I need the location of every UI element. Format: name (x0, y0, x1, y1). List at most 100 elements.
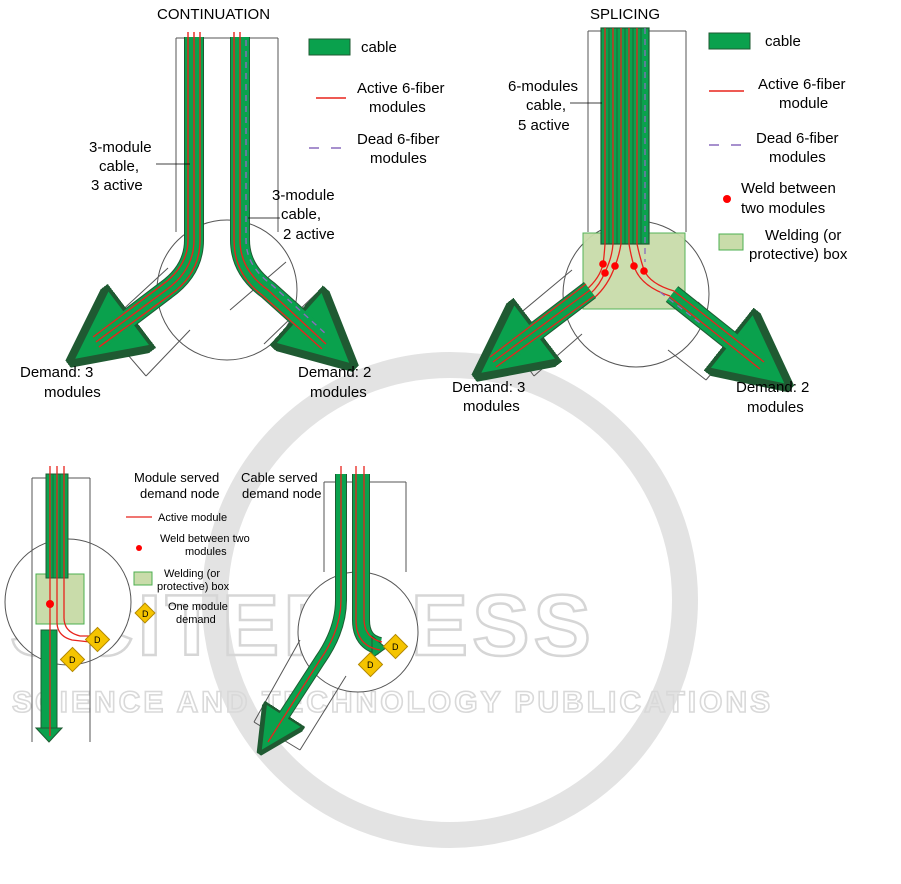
svg-text:cable: cable (361, 39, 397, 56)
legend-demand-swatch: D (134, 602, 156, 624)
svg-text:Weld between two: Weld between two (160, 533, 250, 545)
svg-text:3-module: 3-module (89, 139, 152, 156)
svg-text:modules: modules (769, 149, 826, 166)
svg-text:modules: modules (463, 398, 520, 415)
legend-cable-swatch (708, 32, 751, 50)
splicing-welding-box (582, 232, 686, 310)
svg-text:Module served: Module served (134, 470, 219, 485)
cable-served-active-module (267, 466, 342, 743)
svg-text:Welding (or: Welding (or (164, 568, 220, 580)
splicing-weld (640, 267, 648, 275)
svg-text:modules: modules (747, 399, 804, 416)
cable-served-active-module (355, 466, 381, 651)
svg-text:D: D (142, 609, 149, 619)
legend-weld-swatch (136, 545, 142, 551)
svg-text:One module: One module (168, 601, 228, 613)
svg-text:Cable served: Cable served (241, 470, 318, 485)
module-served-welding-box (35, 573, 85, 625)
continuation-demand-right-label: Demand: 2 modules (298, 364, 371, 401)
splicing-right-active-module (673, 290, 765, 363)
svg-text:modules: modules (370, 150, 427, 167)
svg-text:protective) box: protective) box (749, 246, 848, 263)
continuation-left-active-module (92, 32, 189, 338)
module-served-active-module (63, 466, 94, 637)
splicing-legend: cable Active 6-fiber module Dead 6-fiber… (708, 32, 848, 263)
svg-text:demand node: demand node (140, 486, 220, 501)
svg-text:Weld between: Weld between (741, 180, 836, 197)
svg-text:modules: modules (185, 546, 227, 558)
continuation-legend: cable Active 6-fiber modules Dead 6-fibe… (308, 38, 445, 167)
cable-served-diagram: Cable served demand node D D (241, 466, 419, 750)
svg-text:Active 6-fiber: Active 6-fiber (758, 76, 846, 93)
svg-text:Dead 6-fiber: Dead 6-fiber (357, 131, 440, 148)
svg-text:cable: cable (765, 33, 801, 50)
module-served-diagram: D D Module served demand node Active mod… (4, 466, 250, 743)
legend-box-swatch (718, 233, 744, 251)
legend-cable-swatch (308, 38, 351, 56)
continuation-left-cable-label: 3-module cable, 3 active (89, 139, 190, 194)
svg-text:demand: demand (176, 614, 216, 626)
splicing-demand-left-label: Demand: 3 modules (452, 379, 525, 415)
continuation-title: CONTINUATION (157, 6, 270, 23)
svg-text:D: D (367, 660, 374, 670)
svg-text:Active module: Active module (158, 512, 227, 524)
splicing-diagram: SPLICING (452, 6, 848, 416)
svg-text:modules: modules (44, 384, 101, 401)
splicing-right-active-module (669, 296, 761, 370)
svg-text:6-modules: 6-modules (508, 78, 578, 95)
legend-weld-swatch (723, 195, 731, 203)
svg-text:Demand: 3: Demand: 3 (20, 364, 93, 381)
module-served-weld (46, 600, 54, 608)
svg-text:D: D (392, 642, 399, 652)
svg-text:Demand: 3: Demand: 3 (452, 379, 525, 396)
splicing-left-active-module (489, 283, 587, 358)
splicing-weld (601, 269, 609, 277)
svg-text:cable,: cable, (281, 206, 321, 223)
splicing-left-active-module (495, 295, 595, 368)
svg-text:protective) box: protective) box (157, 581, 230, 593)
splicing-left-active-module (492, 289, 591, 363)
continuation-demand-left-label: Demand: 3 modules (20, 364, 101, 401)
continuation-left-active-module (95, 32, 195, 343)
continuation-right-active-module (233, 32, 323, 350)
splicing-right-dead-module (659, 291, 701, 324)
svg-text:module: module (779, 95, 828, 112)
module-served-demand-node: D (59, 646, 86, 673)
svg-text:modules: modules (369, 99, 426, 116)
splicing-weld (599, 260, 607, 268)
svg-text:3-module: 3-module (272, 187, 335, 204)
legend-box-swatch (133, 571, 153, 586)
continuation-right-cable-label: 3-module cable, 2 active (248, 187, 335, 243)
svg-text:D: D (94, 635, 101, 645)
cable-served-demand-node: D (382, 633, 409, 660)
splicing-weld (630, 262, 638, 270)
svg-text:Demand: 2: Demand: 2 (736, 379, 809, 396)
cable-served-title: Cable served demand node (241, 470, 322, 501)
svg-text:Welding (or: Welding (or (765, 227, 841, 244)
splicing-cable-label: 6-modules cable, 5 active (508, 78, 602, 134)
module-served-cable-out (40, 629, 58, 731)
watermark-sub-text: SCIENCE AND TECHNOLOGY PUBLICATIONS (12, 686, 773, 719)
module-served-title: Module served demand node (134, 470, 220, 501)
svg-text:Demand: 2: Demand: 2 (298, 364, 371, 381)
continuation-left-active-module (98, 32, 201, 348)
continuation-diagram: CONTINUATION 3-module cable, 3 active 3-… (20, 6, 445, 401)
continuation-right-active-module (239, 32, 327, 345)
cable-served-active-module (363, 466, 383, 643)
module-served-active-module (56, 466, 91, 643)
splicing-title: SPLICING (590, 6, 660, 23)
module-served-demand-node: D (84, 626, 111, 653)
svg-text:two modules: two modules (741, 200, 825, 217)
svg-text:Active 6-fiber: Active 6-fiber (357, 80, 445, 97)
svg-text:modules: modules (310, 384, 367, 401)
splicing-demand-right-label: Demand: 2 modules (736, 379, 809, 416)
svg-text:cable,: cable, (526, 97, 566, 114)
svg-text:2 active: 2 active (283, 226, 335, 243)
continuation-right-dead-module (245, 40, 327, 335)
cable-served-demand-node: D (357, 651, 384, 678)
svg-text:5 active: 5 active (518, 117, 570, 134)
svg-text:demand node: demand node (242, 486, 322, 501)
splicing-weld (611, 262, 619, 270)
module-served-legend: Active module Weld between two modules W… (126, 512, 250, 626)
